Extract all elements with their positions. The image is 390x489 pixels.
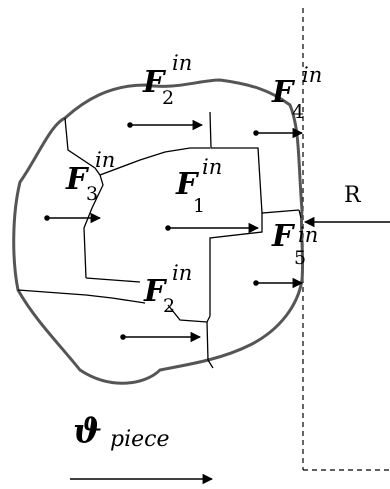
boundary-line bbox=[85, 277, 141, 283]
wall bbox=[302, 8, 390, 471]
force-subscript: 4 bbox=[292, 101, 304, 123]
label-f3: F in 3 bbox=[65, 148, 115, 205]
label-f4: F in 4 bbox=[271, 63, 322, 123]
force-subscript: 3 bbox=[86, 183, 98, 205]
force-origin-f3 bbox=[44, 215, 50, 221]
force-origin-f1 bbox=[165, 225, 171, 231]
force-superscript: in bbox=[202, 155, 222, 179]
boundary-line bbox=[209, 111, 300, 214]
force-symbol: F bbox=[271, 219, 296, 254]
force-symbol: F bbox=[142, 65, 167, 100]
boundary-line bbox=[206, 321, 214, 369]
boundary-line bbox=[83, 174, 104, 279]
force-superscript: in bbox=[172, 261, 192, 285]
force-origin-f4 bbox=[253, 130, 259, 136]
boundary-line bbox=[167, 304, 208, 323]
force-symbol: F bbox=[271, 75, 296, 110]
boundary-line bbox=[206, 213, 263, 323]
force-origin-f6 bbox=[120, 334, 126, 340]
boundary-line bbox=[64, 117, 101, 176]
label-f2: F in 2 bbox=[142, 51, 192, 109]
reaction-label: R bbox=[344, 183, 362, 208]
velocity-symbol: ϑ bbox=[73, 411, 102, 451]
fragment-boundaries bbox=[17, 111, 302, 369]
velocity-subscript: piece bbox=[110, 427, 169, 452]
force-subscript: 5 bbox=[294, 247, 306, 269]
force-subscript: 2 bbox=[163, 295, 175, 317]
velocity-label: ϑ piece bbox=[73, 411, 169, 452]
boundary-line bbox=[298, 209, 302, 219]
force-symbol: F bbox=[175, 167, 200, 202]
boundary-line bbox=[99, 147, 210, 176]
boundary-line bbox=[17, 289, 146, 304]
force-superscript: in bbox=[298, 223, 318, 247]
force-origin-f2 bbox=[127, 122, 133, 128]
force-superscript: in bbox=[302, 63, 322, 87]
label-f5: F in 5 bbox=[271, 219, 318, 269]
force-symbol: F bbox=[65, 162, 90, 197]
label-f1: F in 1 bbox=[175, 155, 222, 217]
force-subscript: 1 bbox=[193, 195, 205, 217]
force-superscript: in bbox=[95, 148, 115, 172]
force-symbol: F bbox=[143, 274, 168, 309]
force-superscript: in bbox=[172, 51, 192, 75]
piece-outline bbox=[12, 78, 305, 385]
force-origin-f5 bbox=[253, 280, 259, 286]
label-f6: F in 2 bbox=[143, 261, 192, 317]
force-subscript: 2 bbox=[162, 87, 174, 109]
